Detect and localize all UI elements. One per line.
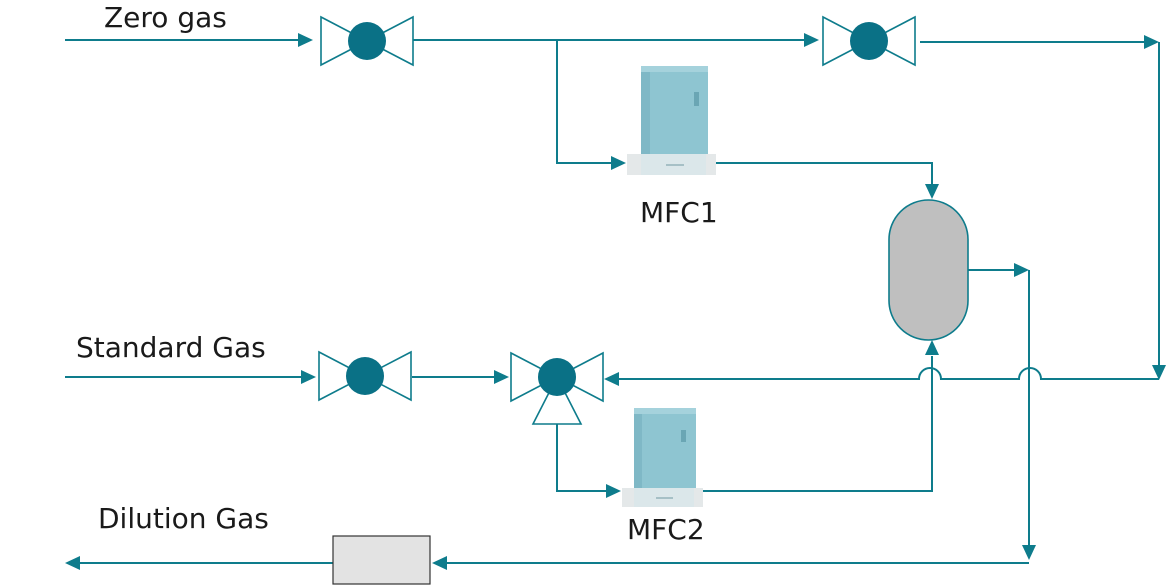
- mfc1-device[interactable]: [627, 66, 716, 175]
- tank-outlet-arrow: [1014, 263, 1029, 277]
- valve-right-wing: [555, 351, 604, 403]
- standard-gas-label: Standard Gas: [76, 331, 266, 364]
- mfc1-inlet-arrow: [611, 156, 626, 170]
- valve-ball: [346, 357, 384, 395]
- mfc2-label: MFC2: [627, 513, 705, 546]
- dilution-gas-label: Dilution Gas: [98, 502, 269, 535]
- valve-left-wing: [320, 15, 369, 67]
- mfc2-inlet-arrow: [606, 484, 621, 498]
- zero-gas-label: Zero gas: [104, 1, 227, 34]
- mfc-outlet-fitting: [706, 154, 716, 175]
- tank-top-inlet-arrow: [925, 184, 939, 199]
- valve-left-wing: [510, 351, 559, 403]
- valve-left-wing: [822, 15, 871, 67]
- valve-left-wing: [318, 350, 367, 402]
- mfc-outlet-fitting: [694, 488, 703, 507]
- return-pipe: [618, 367, 1159, 380]
- mfc1-feed-pipe: [556, 40, 613, 164]
- mfc-base: [634, 488, 694, 507]
- three-way-valve-return-arrow: [604, 372, 619, 386]
- mfc2-feed-pipe: [556, 424, 608, 492]
- mfc-side-panel: [641, 72, 650, 154]
- valve-right-wing: [363, 350, 412, 402]
- bypass-down-arrow: [1152, 365, 1166, 380]
- mixing-tank[interactable]: [888, 199, 969, 341]
- valve-ball: [850, 22, 888, 60]
- valve-right-wing: [365, 15, 414, 67]
- mfc-body: [641, 72, 708, 154]
- dilution-down-arrow: [1022, 545, 1036, 560]
- mfc-label-mark: [681, 430, 686, 442]
- zero-gas-valve-2[interactable]: [822, 15, 916, 67]
- dilution-filter-box[interactable]: [332, 535, 431, 585]
- mfc-inlet-fitting: [627, 154, 641, 175]
- three-way-valve-inlet-arrow: [494, 370, 509, 384]
- standard-gas-inlet-arrow: [301, 370, 316, 384]
- mfc-body: [634, 414, 696, 488]
- mfc1-label: MFC1: [640, 196, 718, 229]
- tank-bottom-inlet-arrow: [925, 340, 939, 355]
- mfc2-device[interactable]: [622, 408, 703, 507]
- mfc-top-cap: [634, 408, 696, 416]
- three-way-valve[interactable]: [510, 351, 604, 425]
- mfc-side-panel: [634, 414, 642, 488]
- valve-ball: [538, 358, 576, 396]
- valve-ball: [348, 22, 386, 60]
- valve-right-wing: [867, 15, 916, 67]
- valve-bottom-wing: [531, 375, 583, 425]
- mfc-label-mark: [694, 92, 699, 106]
- zero-gas-valve-1[interactable]: [320, 15, 414, 67]
- bypass-corner-arrow: [1144, 35, 1159, 49]
- valve2-inlet-arrow: [804, 33, 819, 47]
- mfc-base: [641, 154, 706, 175]
- mfc1-to-tank-pipe: [713, 162, 933, 185]
- mfc-inlet-fitting: [622, 488, 634, 507]
- standard-gas-valve[interactable]: [318, 350, 412, 402]
- mfc-top-cap: [641, 66, 708, 74]
- filter-inlet-arrow: [432, 556, 447, 570]
- zero-gas-inlet-arrow: [298, 33, 313, 47]
- mfc2-to-tank-pipe: [697, 356, 933, 492]
- dilution-gas-outlet-arrow: [65, 556, 80, 570]
